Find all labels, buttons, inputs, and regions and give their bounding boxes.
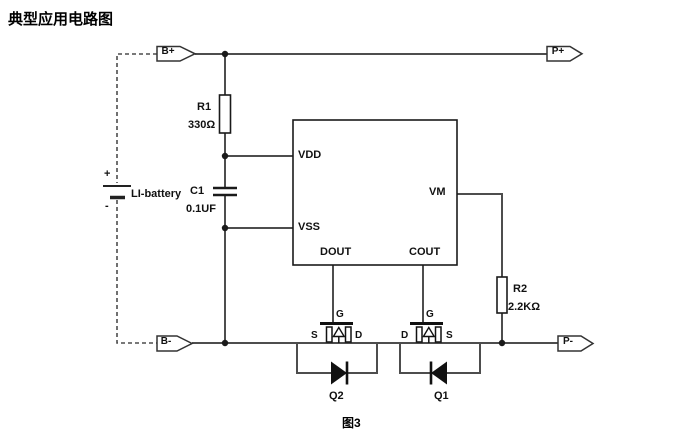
terminal-flags: [156, 45, 595, 352]
r1-value-label: 330Ω: [188, 119, 216, 131]
ic-pin-vdd-label: VDD: [298, 149, 322, 161]
terminal-p-minus-icon: [557, 335, 595, 352]
battery-dashed-wires: [116, 53, 157, 344]
q2-ref-label: Q2: [329, 390, 344, 402]
q2-gate-label: G: [336, 309, 344, 320]
ic-pin-vm-label: VM: [429, 186, 446, 198]
q1-ref-label: Q1: [434, 390, 449, 402]
terminal-p-plus-label: P+: [551, 46, 565, 57]
q1-source-label: S: [446, 330, 453, 341]
battery-icon: [103, 185, 131, 200]
c1-ref-label: C1: [190, 185, 205, 197]
r2-value-label: 2.2KΩ: [508, 301, 541, 313]
battery-plus-label: +: [104, 168, 111, 180]
ic-pin-cout-label: COUT: [409, 246, 441, 258]
terminal-p-plus-icon: [546, 45, 584, 62]
ic-pin-vss-label: VSS: [298, 221, 321, 233]
terminal-b-minus-label: B-: [160, 336, 172, 347]
capacitor-c1-icon: [213, 186, 237, 197]
r2-ref-label: R2: [513, 283, 528, 295]
resistor-r2-icon: [496, 276, 508, 314]
resistor-r1-icon: [218, 94, 232, 134]
q1-gate-label: G: [426, 309, 434, 320]
q2-drain-label: D: [355, 330, 363, 341]
ic-pin-dout-label: DOUT: [320, 246, 352, 258]
page-title: 典型应用电路图: [8, 11, 114, 28]
terminal-b-plus-icon: [156, 45, 197, 62]
junction-dots: [221, 50, 506, 347]
diode-q2-icon: [331, 361, 349, 385]
battery-name-label: LI-battery: [131, 188, 182, 200]
ic-body: [292, 119, 458, 266]
diode-q1-icon: [429, 361, 447, 385]
terminal-b-minus-icon: [156, 335, 194, 352]
q2-source-label: S: [311, 330, 318, 341]
mosfet-q1-icon: [410, 322, 443, 343]
r1-ref-label: R1: [197, 101, 212, 113]
terminal-b-plus-label: B+: [161, 46, 175, 57]
q1-drain-label: D: [401, 330, 409, 341]
c1-value-label: 0.1UF: [186, 203, 216, 215]
figure-caption: 图3: [342, 416, 361, 430]
mosfet-q2-icon: [320, 322, 353, 343]
battery-minus-label: -: [105, 200, 109, 212]
terminal-p-minus-label: P-: [563, 336, 573, 347]
